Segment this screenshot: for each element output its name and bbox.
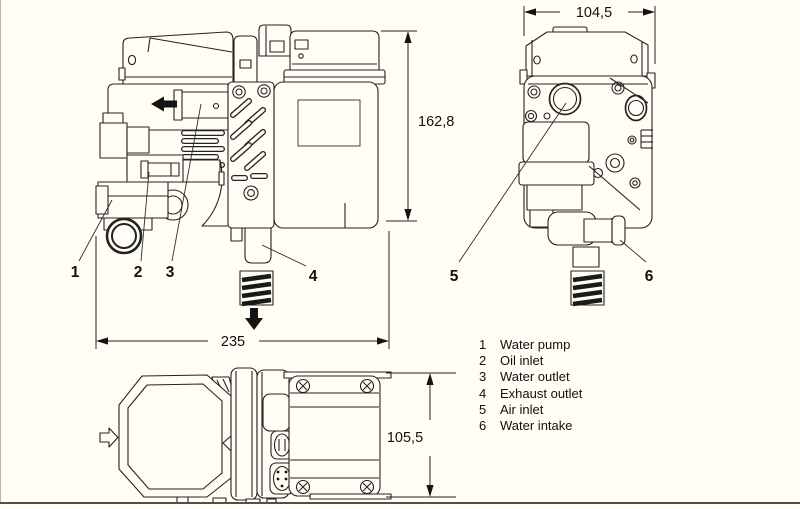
water-outlet-pipe <box>173 89 229 121</box>
legend-item-exhaust-outlet: 4 Exhaust outlet <box>479 386 582 402</box>
legend-label: Water outlet <box>500 369 570 385</box>
exhaust-direction-arrow-icon <box>245 308 263 330</box>
page-left-edge <box>0 0 1 503</box>
legend-num: 6 <box>479 418 487 434</box>
legend-item-oil-inlet: 2 Oil inlet <box>479 353 582 369</box>
legend-label: Oil inlet <box>500 353 544 369</box>
mount-plate <box>178 159 221 183</box>
exhaust-outlet-stub <box>230 227 272 264</box>
dim-front-height: 162,8 <box>381 30 454 222</box>
water-pump <box>95 112 189 255</box>
rating-label-plate <box>297 99 361 147</box>
legend-label: Exhaust outlet <box>500 385 583 401</box>
callout-oil-inlet: 2 <box>134 264 143 281</box>
legend-item-water-pump: 1 Water pump <box>479 337 582 353</box>
bottom-view <box>99 367 392 504</box>
callout-leaders <box>78 102 647 267</box>
legend-item-water-outlet: 3 Water outlet <box>479 369 582 385</box>
callout-water-intake: 6 <box>645 268 654 285</box>
callout-water-pump: 1 <box>71 264 80 281</box>
callout-exhaust-outlet: 4 <box>309 268 318 285</box>
front-top-right-cover <box>283 30 386 85</box>
front-view <box>95 24 386 330</box>
vent-panel <box>218 81 275 229</box>
legend-label: Air inlet <box>500 401 544 417</box>
water-intake-pipe <box>583 215 626 246</box>
legend-label: Water pump <box>500 337 571 352</box>
air-inlet-port <box>548 82 582 116</box>
front-top-left-cover <box>118 31 234 85</box>
vent-slots <box>230 98 268 181</box>
side-view <box>518 26 656 307</box>
bottom-cover <box>283 371 392 500</box>
legend-num: 5 <box>479 401 487 417</box>
legend-item-water-intake: 6 Water intake <box>479 418 582 434</box>
bottom-pump-housing <box>118 374 232 498</box>
oil-inlet-stub <box>140 160 180 179</box>
side-exhaust <box>570 246 605 307</box>
front-top-bracket <box>233 24 292 83</box>
cover-screws <box>295 378 375 495</box>
parts-legend: 1 Water pump 2 Oil inlet 3 Water outlet 4 Ex… <box>479 337 582 434</box>
electrical-connectors <box>269 430 295 495</box>
legend-item-air-inlet: 5 Air inlet <box>479 402 582 418</box>
body-curve <box>201 159 228 227</box>
flex-exhaust-pipe <box>239 270 274 307</box>
front-main-body <box>273 81 379 229</box>
legend-num: 1 <box>479 337 487 352</box>
legend-num: 3 <box>479 369 487 385</box>
legend-label: Water intake <box>500 418 573 434</box>
legend-num: 2 <box>479 353 487 369</box>
callout-water-outlet: 3 <box>166 264 175 281</box>
dim-bottom-height: 105,5 <box>386 372 456 498</box>
flow-direction-arrow-left-icon <box>151 96 177 112</box>
callout-air-inlet: 5 <box>450 268 459 285</box>
side-top-cover <box>519 26 656 89</box>
legend-num: 4 <box>479 385 487 401</box>
dim-side-width: 104,5 <box>523 5 656 64</box>
page-bottom-rule <box>0 502 800 504</box>
dim-front-width-label: 235 <box>221 334 245 350</box>
dim-side-width-label: 104,5 <box>576 5 612 21</box>
dim-bottom-height-label: 105,5 <box>387 430 423 446</box>
cooling-fins <box>181 130 225 168</box>
dim-front-width: 235 <box>95 231 390 350</box>
air-flow-arrow-icon <box>99 427 119 448</box>
dim-front-height-label: 162,8 <box>418 114 454 130</box>
